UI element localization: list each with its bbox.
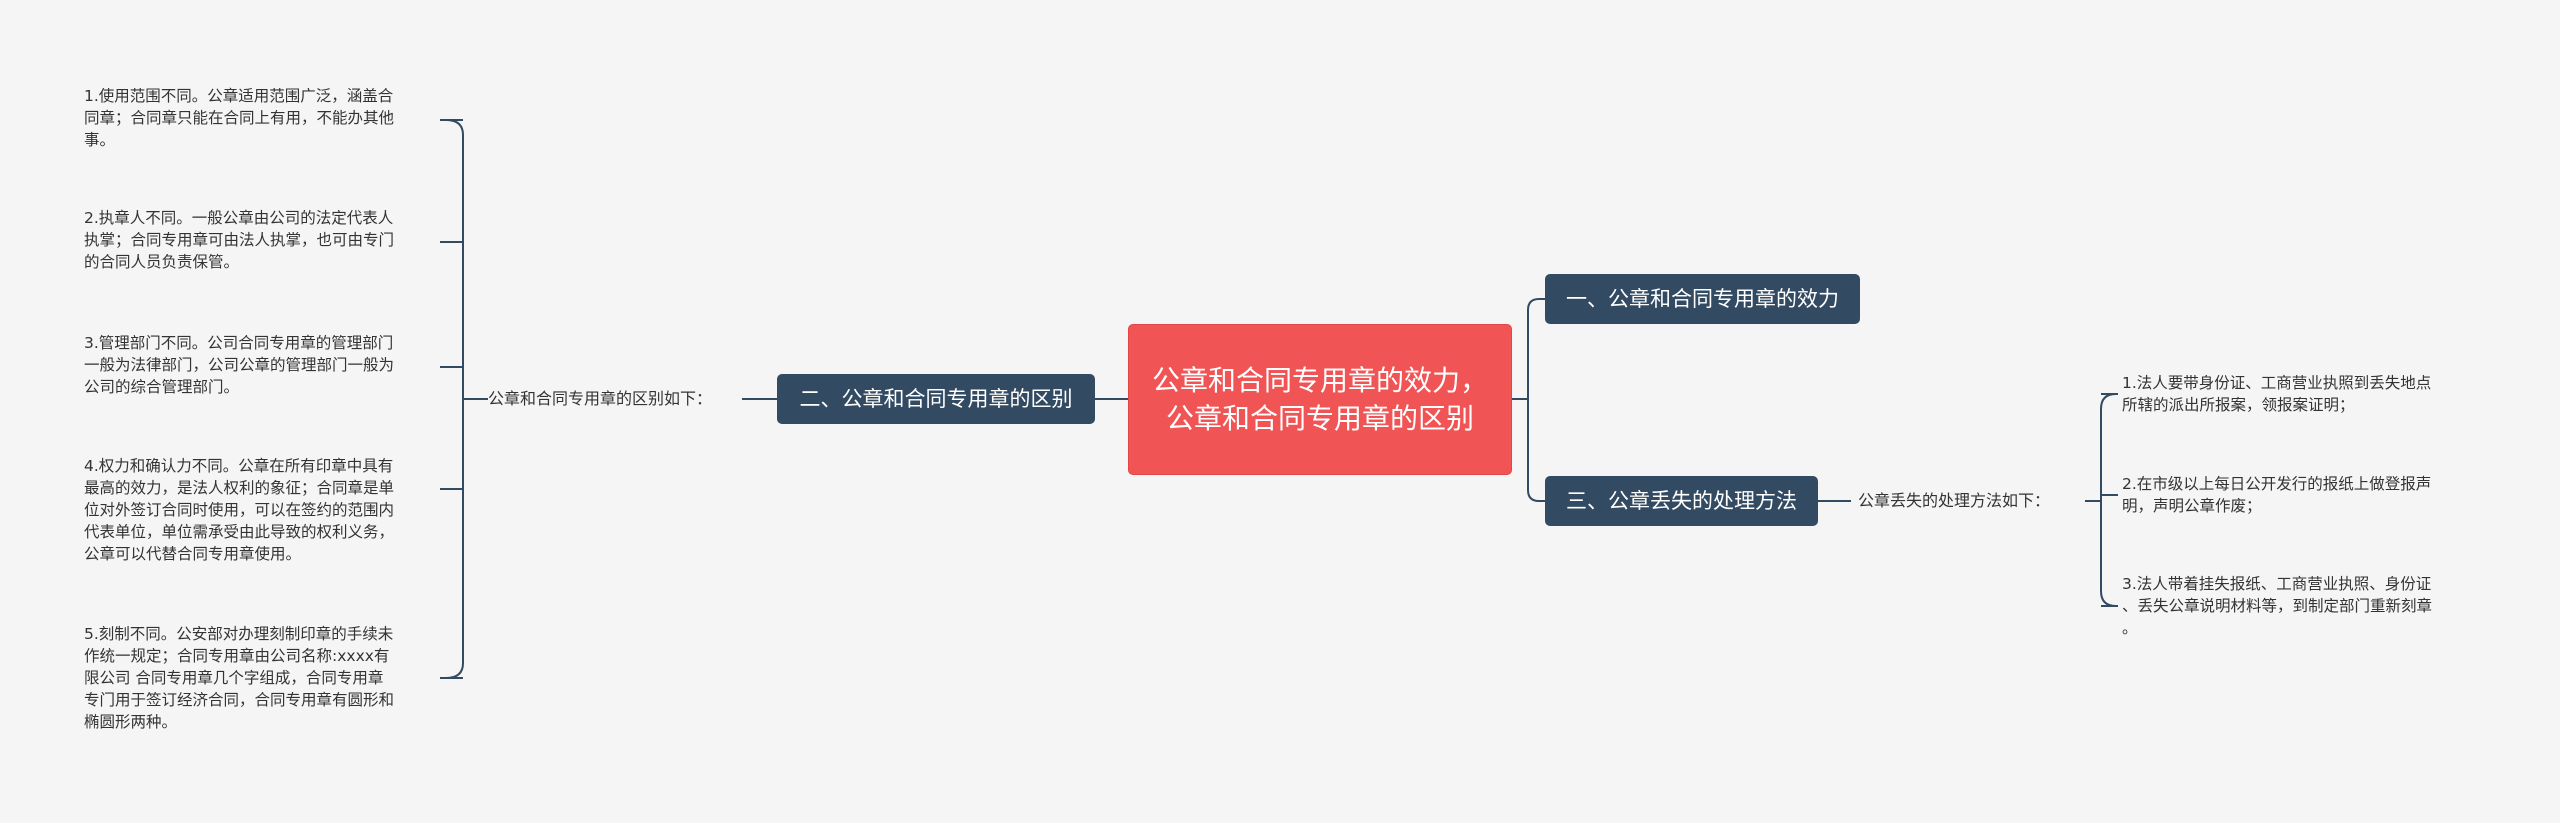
leaf-node-difference-5[interactable]: 5.刻制不同。公安部对办理刻制印章的手续未 作统一规定；合同专用章由公司名称:x… [84,625,395,731]
leaf-node-difference-2[interactable]: 2.执章人不同。一般公章由公司的法定代表人 执掌；合同专用章可由法人执掌，也可由… [84,209,395,271]
root-node[interactable]: 公章和合同专用章的效力，公章和合同专用章的区别 [1128,324,1512,475]
leaf-node-difference-4[interactable]: 4.权力和确认力不同。公章在所有印章中具有 最高的效力，是法人权利的象征；合同章… [84,457,395,563]
connector-root-b1 [1512,298,1545,400]
leaf-node-difference-3[interactable]: 3.管理部门不同。公司合同专用章的管理部门 一般为法律部门，公司公章的管理部门一… [84,334,395,396]
branch-node-loss-handling[interactable]: 三、公章丢失的处理方法 [1545,476,1818,526]
branch-node-difference[interactable]: 二、公章和合同专用章的区别 [777,374,1095,424]
connector-root-b3 [1512,398,1545,502]
right-bracket [2100,393,2117,607]
sub-node-difference-intro[interactable]: 公章和合同专用章的区别如下： [488,389,713,408]
sub-node-loss-intro[interactable]: 公章丢失的处理方法如下： [1858,491,2051,510]
leaf-node-difference-1[interactable]: 1.使用范围不同。公章适用范围广泛，涵盖合 同章；合同章只能在合同上有用，不能办… [84,87,395,149]
left-bracket [445,119,464,679]
leaf-node-loss-3[interactable]: 3.法人带着挂失报纸、工商营业执照、身份证 、丢失公章说明材料等，到制定部门重新… [2122,575,2433,637]
branch-node-effect[interactable]: 一、公章和合同专用章的效力 [1545,274,1860,324]
leaf-node-loss-2[interactable]: 2.在市级以上每日公开发行的报纸上做登报声 明，声明公章作废； [2122,475,2432,515]
leaf-node-loss-1[interactable]: 1.法人要带身份证、工商营业执照到丢失地点 所辖的派出所报案，领报案证明； [2122,374,2432,414]
